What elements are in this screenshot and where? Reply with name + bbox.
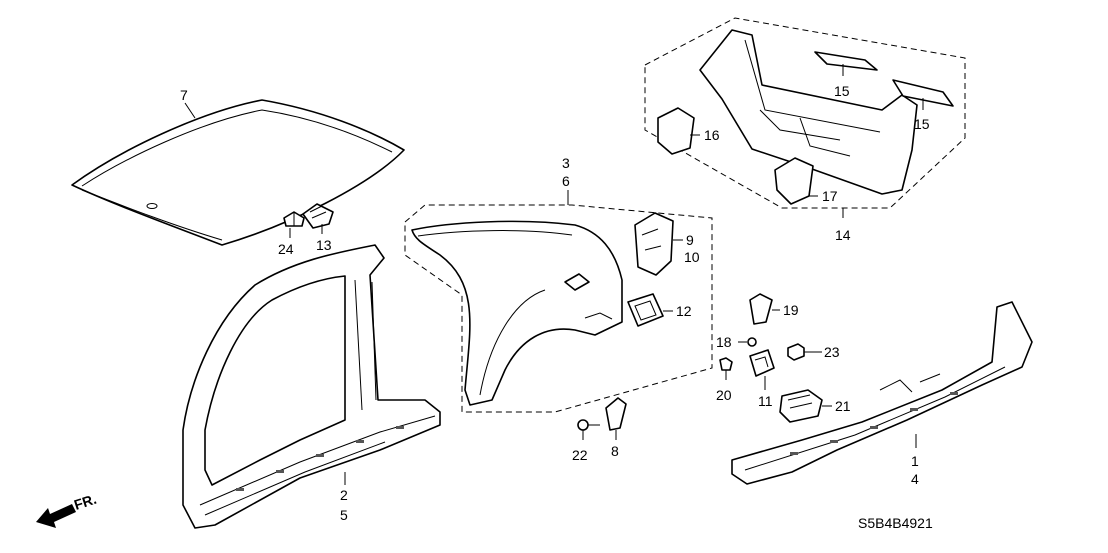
cover-part-11[interactable] [749, 349, 775, 377]
lead-7 [184, 102, 196, 119]
callout-11: 11 [758, 393, 773, 409]
callout-3: 3 [562, 155, 570, 171]
roof-clip-part[interactable] [283, 211, 305, 227]
bolt-part-23[interactable] [787, 343, 816, 361]
side-outer-panel[interactable] [182, 244, 441, 529]
rear-panel-reinforcement-a[interactable] [814, 51, 878, 71]
callout-6: 6 [562, 173, 570, 189]
callout-19: 19 [783, 302, 799, 318]
callout-17: 17 [822, 188, 838, 204]
bolt-part-22[interactable] [577, 419, 600, 431]
callout-18: 18 [716, 334, 732, 350]
callout-2: 2 [340, 487, 348, 503]
callout-15-right: 15 [914, 116, 930, 132]
rear-panel-reinforcement-b[interactable] [892, 79, 954, 107]
callout-13: 13 [316, 237, 332, 253]
rear-panel[interactable] [699, 29, 918, 195]
roof-panel[interactable] [71, 99, 405, 246]
bracket-part-8[interactable] [605, 397, 627, 431]
callout-15-top: 15 [834, 83, 850, 99]
callout-20: 20 [716, 387, 732, 403]
side-sill-panel[interactable] [731, 301, 1033, 485]
callout-16: 16 [704, 127, 720, 143]
callout-8: 8 [611, 443, 619, 459]
rear-quarter-panel[interactable] [411, 220, 623, 406]
callout-9: 9 [686, 232, 694, 248]
fuel-lid-housing[interactable] [627, 293, 664, 327]
front-direction-label: FR. [72, 491, 98, 513]
callout-22: 22 [572, 447, 588, 463]
quarter-panel-group-boundary [404, 204, 713, 413]
callout-10: 10 [684, 249, 700, 265]
callout-5: 5 [340, 507, 348, 523]
callout-12: 12 [676, 303, 692, 319]
quarter-inner-bracket[interactable] [634, 212, 674, 276]
bracket-part-19[interactable] [749, 293, 773, 325]
callout-14: 14 [835, 227, 851, 243]
stopper-part-21[interactable] [779, 389, 823, 423]
callout-1: 1 [911, 453, 919, 469]
nut-part-18[interactable] [747, 337, 757, 347]
clip-part-20[interactable] [719, 357, 733, 371]
front-direction-arrow-icon [36, 504, 76, 528]
diagram-code: S5B4B4921 [858, 515, 933, 531]
callout-24: 24 [278, 241, 294, 257]
rear-panel-lower-bracket[interactable] [774, 157, 814, 205]
callout-23: 23 [824, 344, 840, 360]
callout-4: 4 [911, 471, 919, 487]
rear-panel-side-bracket[interactable] [657, 107, 695, 155]
rear-panel-group-boundary [644, 17, 966, 209]
callout-21: 21 [835, 398, 851, 414]
callout-7: 7 [180, 87, 188, 103]
roof-bracket-part[interactable] [302, 203, 334, 229]
